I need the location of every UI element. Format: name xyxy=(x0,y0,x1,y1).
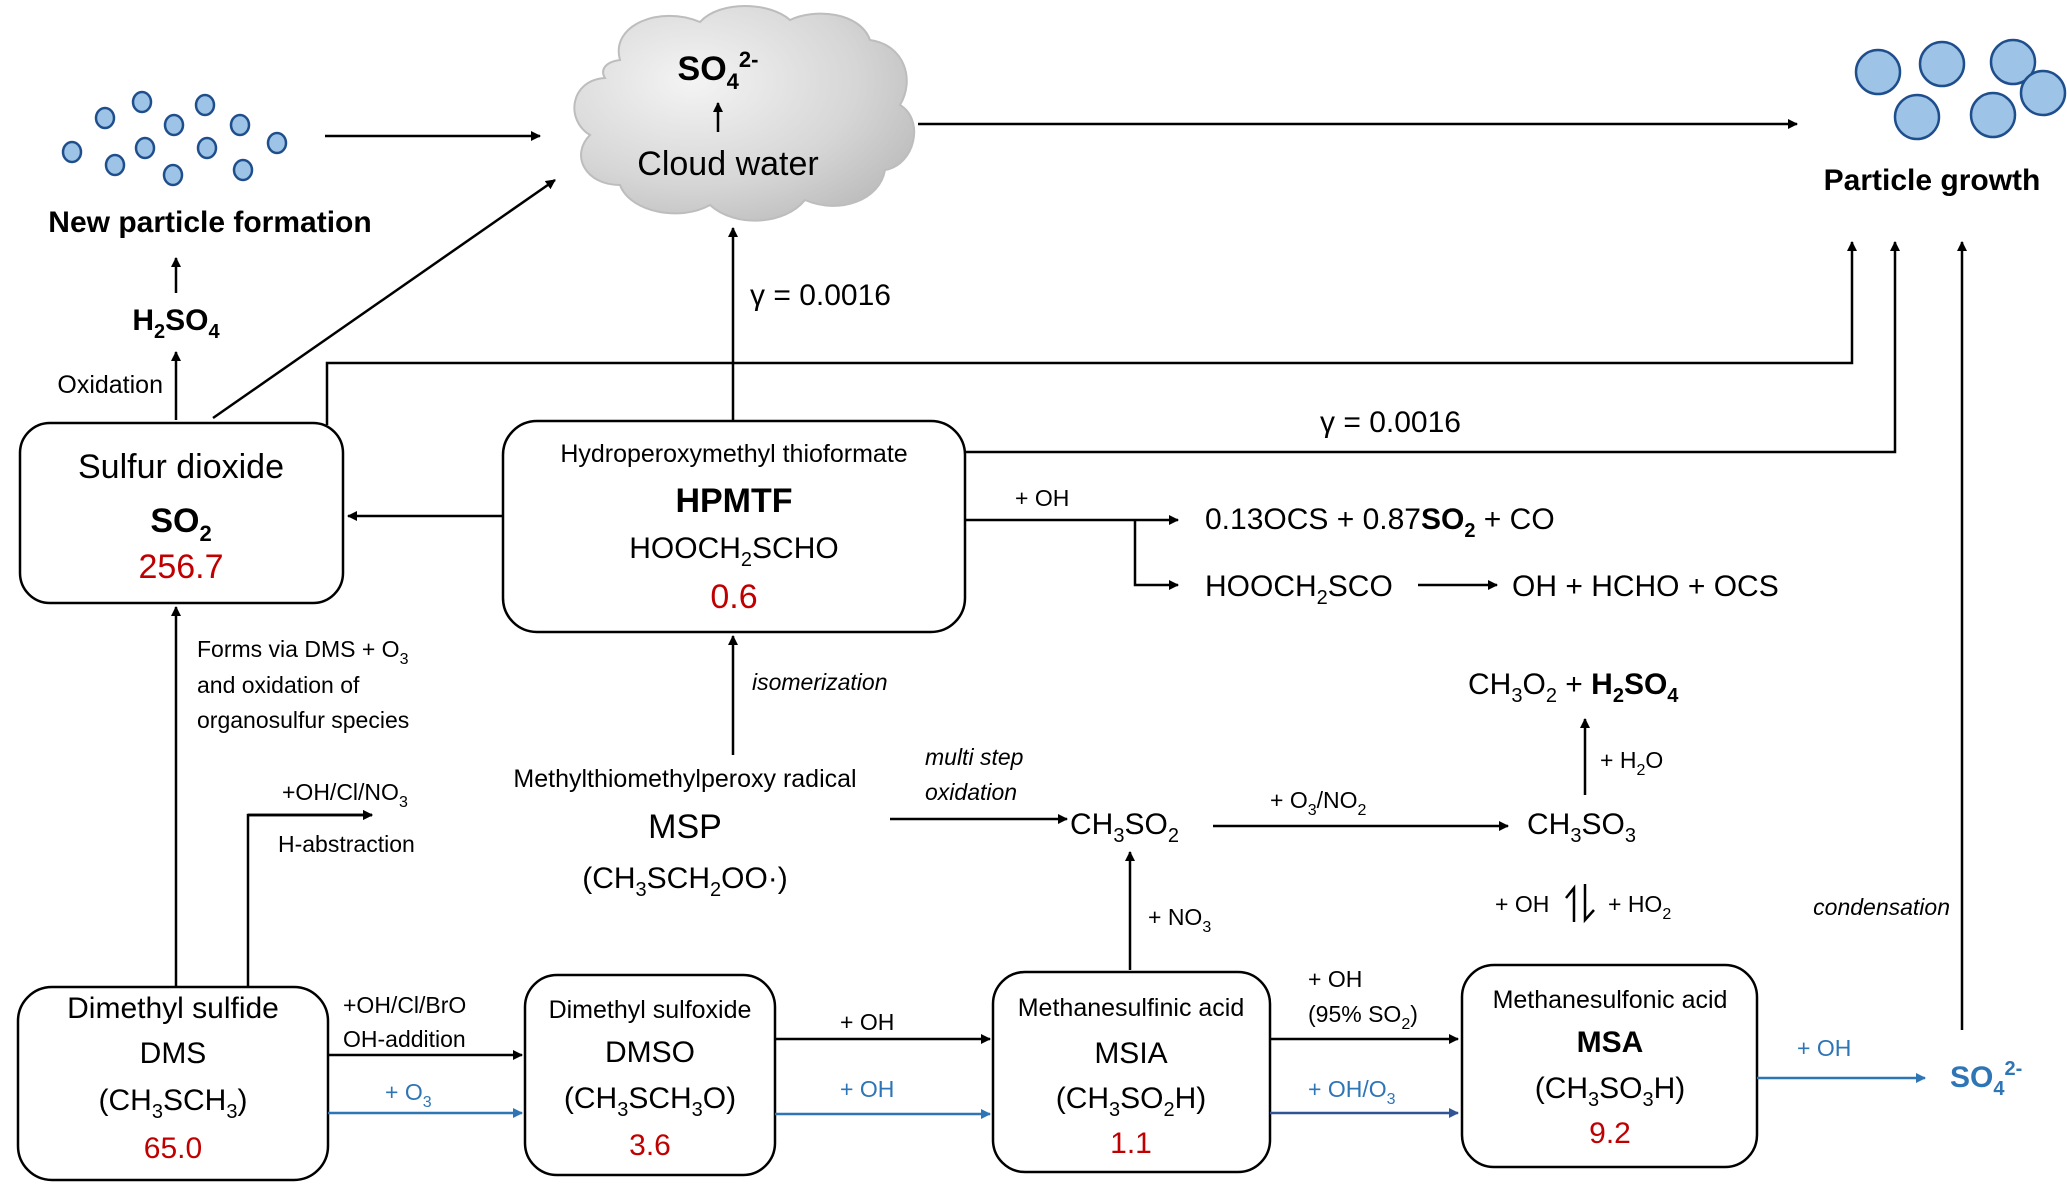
msa-so4-label: + OH xyxy=(1797,1035,1851,1061)
dmso-formula: (CH3SCH3O) xyxy=(564,1082,736,1121)
gamma-cloud-label: γ = 0.0016 xyxy=(750,279,891,312)
small-particle xyxy=(232,158,254,182)
so2-formation-line-2: and oxidation of xyxy=(197,672,360,698)
dms-dmso-black-label-1: +OH/Cl/BrO xyxy=(343,992,466,1018)
hpmtf-product-2: HOOCH2SCO xyxy=(1205,570,1393,609)
hpmtf-to-growth-arrow xyxy=(965,241,1900,454)
so2-formation-line-1: Forms via DMS + O3 xyxy=(197,636,409,668)
msp-formula: (CH3SCH2OO·) xyxy=(582,862,788,901)
large-particle xyxy=(2019,69,2067,117)
dms-dmso-blue-label: + O3 xyxy=(385,1079,432,1111)
cloud-icon xyxy=(573,5,916,222)
small-particle xyxy=(134,136,156,160)
large-particle xyxy=(1969,91,2017,139)
msa-abbr: MSA xyxy=(1577,1026,1644,1059)
so2-formula: SO2 xyxy=(150,502,211,546)
dms-value: 65.0 xyxy=(144,1132,202,1165)
particle-growth-label: Particle growth xyxy=(1824,164,2041,197)
dms-name: Dimethyl sulfide xyxy=(67,992,279,1025)
small-particle xyxy=(163,113,185,137)
dmso-msia-black-label: + OH xyxy=(840,1009,894,1035)
small-particle xyxy=(104,153,126,177)
msia-msa-black-label-1: + OH xyxy=(1308,966,1362,992)
dms-dmso-black-label-2: OH-addition xyxy=(343,1026,466,1052)
new-particle-formation-label: New particle formation xyxy=(48,206,371,239)
ch3so2-label: CH3SO2 xyxy=(1070,808,1179,847)
hpmtf-node[interactable] xyxy=(501,419,967,634)
grown-particles-icon xyxy=(1854,38,2067,141)
equilibrium-oh-label: + OH xyxy=(1495,891,1549,917)
msa-node[interactable] xyxy=(1460,963,1759,1169)
hpmtf-formula: HOOCH2SCHO xyxy=(629,532,838,571)
large-particle xyxy=(1918,40,1966,88)
large-particle xyxy=(1854,48,1902,96)
msa-value: 9.2 xyxy=(1589,1117,1631,1150)
ch3so3-label: CH3SO3 xyxy=(1527,808,1636,847)
hpmtf-product-1: 0.13OCS + 0.87SO2 + CO xyxy=(1205,503,1555,542)
so2-name: Sulfur dioxide xyxy=(78,448,284,486)
hpmtf-value: 0.6 xyxy=(710,578,757,616)
large-particle xyxy=(1893,93,1941,141)
small-particle xyxy=(94,106,116,130)
msp-abbr: MSP xyxy=(648,808,722,846)
msp-name: Methylthiomethylperoxy radical xyxy=(513,765,856,793)
no3-label: + NO3 xyxy=(1148,904,1211,936)
hpmtf-oh-label: + OH xyxy=(1015,485,1069,511)
msia-formula: (CH3SO2H) xyxy=(1056,1082,1207,1121)
dmso-msia-blue-label: + OH xyxy=(840,1076,894,1102)
condensation-label: condensation xyxy=(1813,894,1950,920)
small-particle xyxy=(131,90,153,114)
equilibrium-ho2-label: + HO2 xyxy=(1608,891,1671,923)
new-particles-icon xyxy=(61,90,288,187)
hpmtf-product-3: OH + HCHO + OCS xyxy=(1512,570,1779,603)
so2-to-cloud-arrow xyxy=(212,178,556,420)
msa-name: Methanesulfonic acid xyxy=(1493,986,1728,1014)
dmso-abbr: DMSO xyxy=(605,1036,695,1069)
h2o-label: + H2O xyxy=(1600,747,1663,779)
multi-step-label-2: oxidation xyxy=(925,779,1017,805)
small-particle xyxy=(196,136,218,160)
gamma-growth-label: γ = 0.0016 xyxy=(1320,406,1461,439)
dms-abbr: DMS xyxy=(140,1037,207,1070)
h-abstraction-reagents: +OH/Cl/NO3 xyxy=(282,779,408,811)
dms-formula: (CH3SCH3) xyxy=(99,1084,248,1123)
large-particle xyxy=(1989,38,2037,86)
final-products-label: CH3O2 + H2SO4 xyxy=(1468,668,1679,707)
dmso-value: 3.6 xyxy=(629,1129,671,1162)
oxidation-label: Oxidation xyxy=(57,371,163,399)
equilibrium-arrows-icon xyxy=(1565,884,1595,924)
cloud-water-label: Cloud water xyxy=(637,145,818,183)
small-particle xyxy=(266,131,288,155)
msia-value: 1.1 xyxy=(1110,1127,1152,1160)
dmso-name: Dimethyl sulfoxide xyxy=(549,996,752,1024)
multi-step-label-1: multi step xyxy=(925,744,1024,770)
small-particle xyxy=(229,113,251,137)
msia-msa-blue-label: + OH/O3 xyxy=(1308,1076,1396,1108)
h2so4-label: H2SO4 xyxy=(132,304,220,343)
msia-name: Methanesulfinic acid xyxy=(1018,994,1245,1022)
cloud-sulfate-label: SO42- xyxy=(678,47,759,94)
small-particle xyxy=(61,140,83,164)
h-abstraction-label: H-abstraction xyxy=(278,831,415,857)
small-particle xyxy=(194,93,216,117)
msia-abbr: MSIA xyxy=(1094,1037,1167,1070)
msia-msa-black-label-2: (95% SO2) xyxy=(1308,1001,1418,1033)
dmso-node[interactable] xyxy=(523,973,777,1177)
so2-formation-line-3: organosulfur species xyxy=(197,707,409,733)
o3-no2-label: + O3/NO2 xyxy=(1270,787,1367,819)
so2-to-growth-arrow xyxy=(325,241,1857,425)
dms-node[interactable] xyxy=(16,985,330,1182)
msa-formula: (CH3SO3H) xyxy=(1535,1072,1686,1111)
hpmtf-abbr: HPMTF xyxy=(675,482,792,520)
isomerization-label: isomerization xyxy=(752,669,888,695)
so2-node[interactable] xyxy=(18,421,345,605)
hpmtf-oh-arrow-2 xyxy=(1133,520,1179,590)
sulfate-blue-label: SO42- xyxy=(1950,1058,2022,1100)
small-particle xyxy=(162,163,184,187)
so2-value: 256.7 xyxy=(138,548,223,586)
msia-node[interactable] xyxy=(991,970,1272,1174)
hpmtf-name: Hydroperoxymethyl thioformate xyxy=(560,440,907,468)
